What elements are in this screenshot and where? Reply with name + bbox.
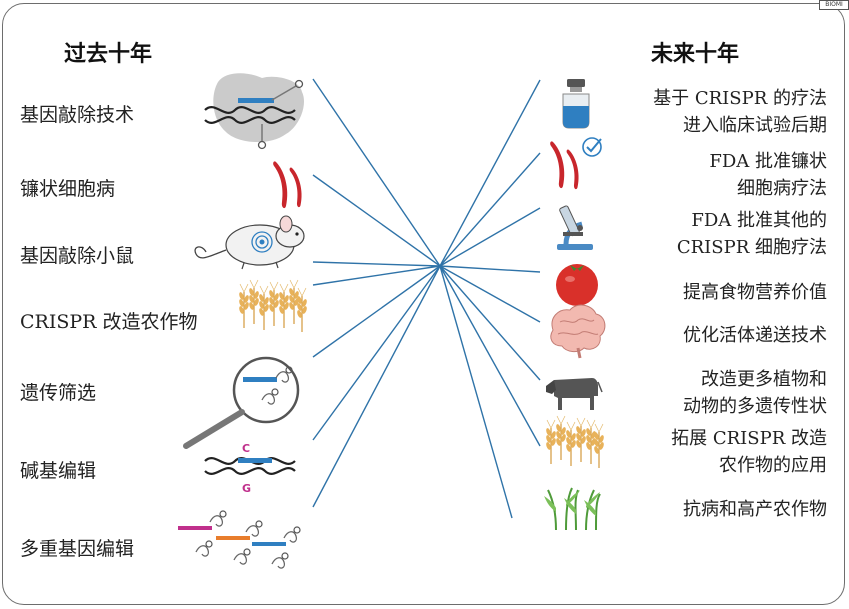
wheat-icon <box>544 415 606 469</box>
connector-line <box>439 265 513 519</box>
past-item-knockout-mouse: 基因敲除小鼠 <box>20 245 135 267</box>
connector-line <box>439 207 541 267</box>
future-heading: 未来十年 <box>651 42 740 67</box>
past-item-knockout: 基因敲除技术 <box>20 104 135 126</box>
connector-lines <box>312 78 541 519</box>
connector-line <box>312 265 441 286</box>
corn-crop-icon <box>544 487 601 531</box>
connector-line <box>439 152 541 267</box>
past-heading: 过去十年 <box>64 42 153 67</box>
past-item-screening: 遗传筛选 <box>20 382 97 404</box>
diagram-frame <box>2 3 845 605</box>
magnifier-icon <box>183 356 300 449</box>
past-item-multiplex: 多重基因编辑 <box>20 538 135 560</box>
vial-icon <box>562 79 590 129</box>
past-item-sickle-cell: 镰状细胞病 <box>20 178 116 200</box>
future-item-resistant-crops: 抗病和高产农作物 <box>683 499 827 520</box>
connector-line <box>312 174 441 267</box>
sickle-cell-check-icon <box>550 137 602 190</box>
cow-icon <box>546 378 603 410</box>
sickle-cell-icon <box>273 161 302 209</box>
base-edit-dna-icon: C G <box>204 442 296 495</box>
tomato-icon <box>556 264 598 306</box>
multiplex-guide-rna-icon <box>178 510 301 569</box>
past-item-crops: CRISPR 改造农作物 <box>20 311 198 333</box>
wheat-icon <box>237 279 309 333</box>
base-c-letter: C <box>242 442 250 455</box>
connector-line <box>439 265 541 323</box>
connector-line <box>439 79 541 267</box>
future-item-fda-sickle: FDA 批准镰状细胞病疗法 <box>709 151 827 199</box>
connector-line <box>439 265 541 447</box>
connector-line <box>312 265 441 508</box>
future-item-delivery: 优化活体递送技术 <box>683 325 827 346</box>
future-item-crop-apps: 拓展 CRISPR 改造农作物的应用 <box>671 428 827 476</box>
connector-line <box>312 261 441 267</box>
connector-line <box>439 265 541 381</box>
connector-line <box>439 265 541 273</box>
mouse-icon <box>194 215 305 270</box>
connector-line <box>312 78 441 267</box>
microscope-icon <box>557 205 593 250</box>
cas9-dna-knockout-icon <box>204 73 305 150</box>
past-item-base-editing: 碱基编辑 <box>20 460 97 482</box>
connector-line <box>312 265 441 441</box>
brain-icon <box>550 304 606 359</box>
connector-line <box>312 265 441 358</box>
future-item-nutrition: 提高食物营养价值 <box>683 282 827 303</box>
future-item-clinical: 基于 CRISPR 的疗法进入临床试验后期 <box>653 88 827 136</box>
future-item-traits: 改造更多植物和动物的多遗传性状 <box>683 369 827 417</box>
base-g-letter: G <box>242 482 251 495</box>
